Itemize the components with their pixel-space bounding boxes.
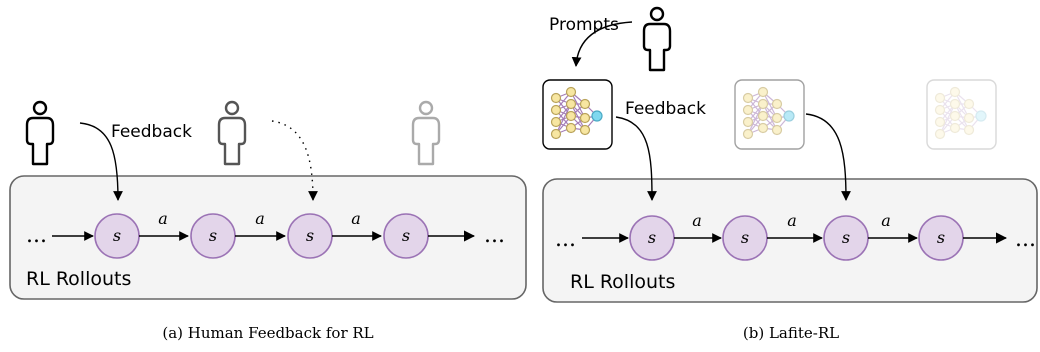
prompt-arrow bbox=[571, 21, 633, 67]
rollouts-label: RL Rollouts bbox=[26, 268, 131, 290]
feedback-arrow bbox=[79, 122, 123, 201]
rl-rollouts-box bbox=[542, 178, 1038, 303]
human-icon bbox=[411, 100, 441, 166]
state-label: s bbox=[113, 226, 121, 245]
human-icon bbox=[217, 100, 247, 166]
left-panel: Feedback ... s a s a s a s ... RL Rollou… bbox=[9, 100, 527, 342]
feedback-label: Feedback bbox=[625, 99, 706, 119]
state-label: s bbox=[402, 226, 410, 245]
rollouts-label: RL Rollouts bbox=[570, 271, 675, 293]
state-label: s bbox=[209, 226, 217, 245]
ellipsis-end: ... bbox=[1015, 227, 1036, 252]
state-label: s bbox=[842, 228, 850, 247]
human-icon bbox=[25, 100, 55, 166]
ellipsis-end: ... bbox=[484, 223, 505, 248]
human-icon bbox=[642, 6, 672, 72]
action-label: a bbox=[692, 211, 702, 230]
rl-rollouts-box bbox=[9, 175, 527, 300]
state-label: s bbox=[741, 228, 749, 247]
action-label: a bbox=[881, 211, 891, 230]
caption-b: (b) Lafite-RL bbox=[743, 324, 839, 342]
state-label: s bbox=[937, 228, 945, 247]
right-panel: Prompts Feedback ... s a s a s bbox=[542, 6, 1038, 342]
feedback-dotted-arrow bbox=[271, 120, 318, 201]
action-label: a bbox=[351, 209, 361, 228]
action-label: a bbox=[255, 209, 265, 228]
action-label: a bbox=[158, 209, 168, 228]
state-label: s bbox=[306, 226, 314, 245]
llm-box-faded bbox=[734, 79, 805, 150]
action-label: a bbox=[787, 211, 797, 230]
caption-a: (a) Human Feedback for RL bbox=[162, 324, 373, 342]
ellipsis-start: ... bbox=[26, 223, 47, 248]
ellipsis-start: ... bbox=[555, 227, 576, 252]
feedback-arrow bbox=[615, 116, 657, 201]
prompts-label: Prompts bbox=[549, 15, 619, 35]
feedback-arrow bbox=[805, 113, 851, 201]
state-label: s bbox=[648, 228, 656, 247]
feedback-label: Feedback bbox=[111, 122, 192, 142]
llm-box-faint bbox=[926, 79, 997, 150]
